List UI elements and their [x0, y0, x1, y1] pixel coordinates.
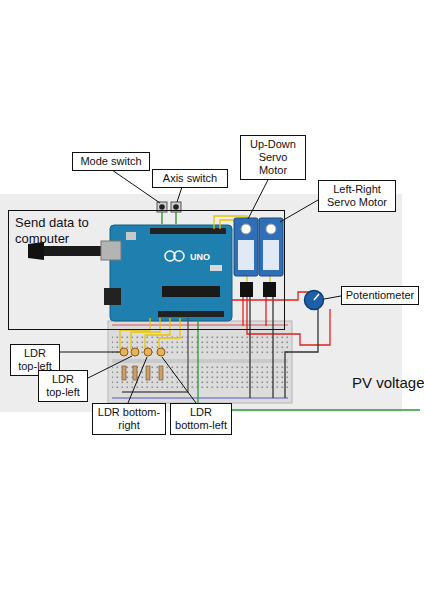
leader-line	[324, 296, 341, 299]
callout-box: Up-Down Servo Motor	[240, 135, 306, 180]
arduino-board	[101, 225, 232, 321]
callout-text: Left-Right Servo Motor	[322, 183, 392, 209]
board-pcb	[110, 225, 232, 321]
resistor-symbol	[133, 366, 137, 380]
power-rail	[112, 325, 288, 326]
reset-button	[126, 232, 136, 240]
ldr-symbol	[144, 348, 152, 356]
ldr-sensors	[120, 348, 165, 380]
callout-box: Potentiometer	[341, 286, 419, 305]
pushbutton-cap	[159, 204, 165, 210]
breadboard-body	[108, 321, 292, 403]
servo-connector	[263, 282, 276, 297]
ldr-symbol	[157, 348, 165, 356]
pushbutton-cap	[173, 204, 179, 210]
ldr-wire	[145, 318, 170, 350]
leader-line	[60, 352, 120, 353]
servo-label	[238, 240, 254, 270]
callout-text: Axis switch	[156, 172, 224, 185]
signal-label: PV voltage	[352, 374, 424, 391]
resistor-symbol	[146, 366, 150, 380]
power-jack	[104, 288, 121, 305]
leader-line	[128, 357, 147, 403]
callout-box: LDR top-left	[38, 370, 88, 402]
ground-wire	[272, 297, 273, 398]
callout-text: LDR top-left	[42, 373, 84, 399]
servo-body	[259, 218, 283, 276]
ground-wire	[249, 297, 250, 398]
ground-wire	[285, 309, 318, 398]
breadboard-holes	[112, 334, 288, 356]
callout-text: LDR bottom-left	[174, 406, 228, 432]
leader-line	[88, 356, 132, 378]
ldr-wire	[159, 318, 180, 350]
resistor-symbol	[159, 366, 163, 380]
callout-box: LDR bottom-right	[92, 403, 166, 435]
callout-box: Axis switch	[152, 169, 228, 188]
ldr-symbol	[131, 348, 139, 356]
servo-horn	[266, 224, 276, 234]
potentiometer	[305, 291, 324, 310]
board-text: UNO	[190, 252, 210, 262]
servo-body	[234, 218, 258, 276]
switch-wire	[161, 212, 162, 224]
servo-motors	[234, 218, 283, 297]
power-wire	[265, 297, 266, 326]
callout-text: Up-Down Servo Motor	[244, 138, 302, 177]
region-box: Send data to computer	[8, 210, 285, 330]
power-wire	[242, 297, 243, 326]
board-logo	[174, 251, 184, 261]
leader-line	[177, 187, 182, 202]
servo-horn	[241, 224, 251, 234]
potentiometer-knob	[314, 294, 319, 300]
ldr-symbol	[120, 348, 128, 356]
callout-text: Mode switch	[76, 155, 146, 168]
servo-label	[263, 240, 279, 270]
callout-text: Send data to computer	[9, 211, 111, 247]
callout-box: LDR bottom-left	[170, 403, 232, 435]
usb-port	[101, 241, 121, 260]
callout-text: Potentiometer	[345, 289, 415, 302]
leader-line	[162, 357, 196, 403]
microcontroller-chip	[162, 286, 220, 297]
ground-rail	[112, 398, 288, 399]
board-component	[210, 265, 222, 271]
callout-box: Left-Right Servo Motor	[318, 180, 396, 212]
callout-box: Mode switch	[72, 152, 150, 171]
potentiometer-symbol	[305, 291, 324, 310]
switch-wire	[175, 212, 176, 224]
breadboard-gap	[112, 359, 288, 363]
leader-line	[280, 200, 318, 222]
usb-cable-wire	[44, 246, 104, 256]
leader-lines	[60, 170, 341, 403]
pin-header	[158, 311, 224, 317]
resistor-symbol	[122, 366, 126, 380]
servo-connector	[240, 282, 253, 297]
pv-voltage-wire	[198, 318, 420, 410]
callout-text: LDR bottom-right	[96, 406, 162, 432]
breadboard	[108, 321, 292, 403]
